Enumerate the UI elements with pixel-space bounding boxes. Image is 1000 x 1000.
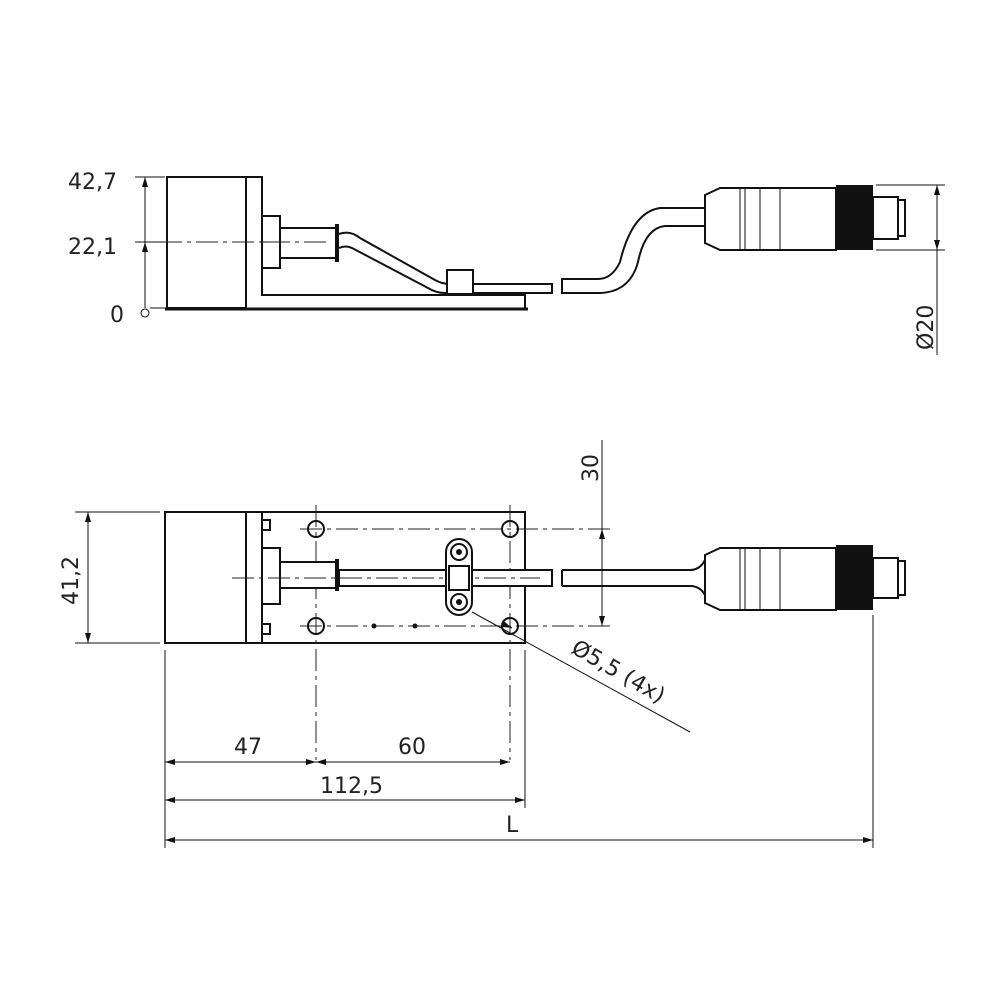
cable <box>338 231 553 294</box>
hole-spacing-label: 30 <box>579 454 604 482</box>
width-label: 41,2 <box>59 556 84 605</box>
diameter-dimension: Ø20 <box>876 184 945 355</box>
cable-right <box>561 207 706 294</box>
dim-112-5: 112,5 <box>320 774 383 799</box>
cable-gland <box>279 561 337 589</box>
top-view: 30 41,2 Ø5,5 (4x) 47 60 112,5 L <box>59 440 906 848</box>
bracket <box>246 176 526 308</box>
hole-diameter-leader: Ø5,5 (4x) <box>471 611 691 733</box>
height-dimension: 42,7 22,1 0 <box>68 170 165 328</box>
m12-connector <box>704 545 906 611</box>
height-label-zero: 0 <box>110 303 124 328</box>
hole-spacing-dimension: 30 <box>579 440 605 626</box>
mounting-holes <box>307 520 519 635</box>
cable-clamp <box>446 269 474 295</box>
dim-L: L <box>506 813 519 838</box>
width-dimension: 41,2 <box>59 511 160 644</box>
height-label-top: 42,7 <box>68 170 117 195</box>
dim-47: 47 <box>234 735 262 760</box>
m12-connector <box>704 185 906 251</box>
height-label-mid: 22,1 <box>68 235 117 260</box>
diameter-label: Ø20 <box>914 305 939 350</box>
nut <box>261 547 281 605</box>
side-view: Ø20 42,7 22,1 0 <box>68 170 945 355</box>
cable-gland <box>279 227 337 259</box>
length-dimensions: 47 60 112,5 L <box>164 615 874 848</box>
cable-clamp <box>445 538 473 616</box>
dim-60: 60 <box>398 735 426 760</box>
